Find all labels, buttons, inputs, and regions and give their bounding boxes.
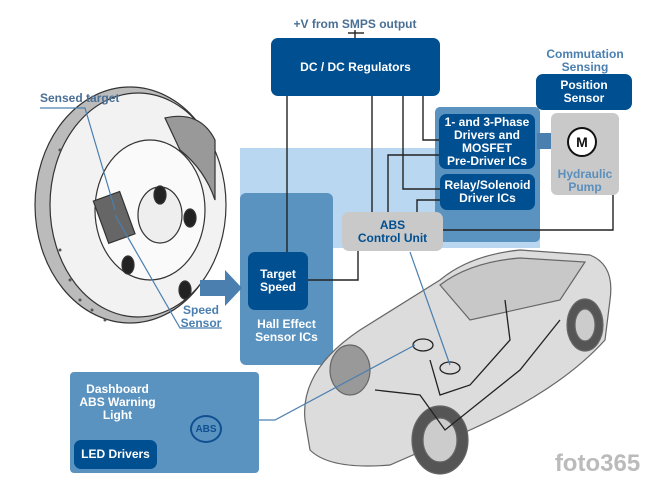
brake-disc-illustration <box>34 86 227 324</box>
supply-label: +V from SMPS output <box>293 17 417 31</box>
commutation-sensing-label: Commutation Sensing <box>546 47 624 74</box>
relay-solenoid-box: Relay/Solenoid Driver ICs <box>440 174 535 210</box>
motor-icon: M <box>567 127 597 157</box>
brake-lines <box>374 299 561 431</box>
dashboard-leader <box>259 344 416 421</box>
led-drivers-box: LED Drivers <box>74 440 157 469</box>
car-illustration <box>304 249 612 475</box>
speed-sensor-leader <box>114 214 222 329</box>
target-speed-box: Target Speed <box>248 252 308 310</box>
position-sensor-box: Position Sensor <box>536 74 632 110</box>
hydraulic-pump-label: Hydraulic Pump <box>557 167 613 194</box>
acu-leader <box>409 251 451 366</box>
abs-warning-icon: ABS <box>190 415 222 443</box>
watermark: foto365 <box>554 450 641 477</box>
dc-dc-regulators-box: DC / DC Regulators <box>271 38 440 96</box>
phase-drivers-box: 1- and 3-Phase Drivers and MOSFET Pre-Dr… <box>439 114 535 169</box>
dashboard-label: Dashboard ABS Warning Light <box>79 382 156 422</box>
hall-effect-label: Hall Effect Sensor ICs <box>255 317 318 344</box>
sensed-target-label: Sensed target <box>40 91 120 105</box>
abs-control-unit-box: ABS Control Unit <box>342 212 443 251</box>
speed-sensor-label: Speed Sensor <box>180 303 222 330</box>
sensed-target-leader <box>40 107 116 211</box>
arrow-to-hall <box>200 270 242 306</box>
